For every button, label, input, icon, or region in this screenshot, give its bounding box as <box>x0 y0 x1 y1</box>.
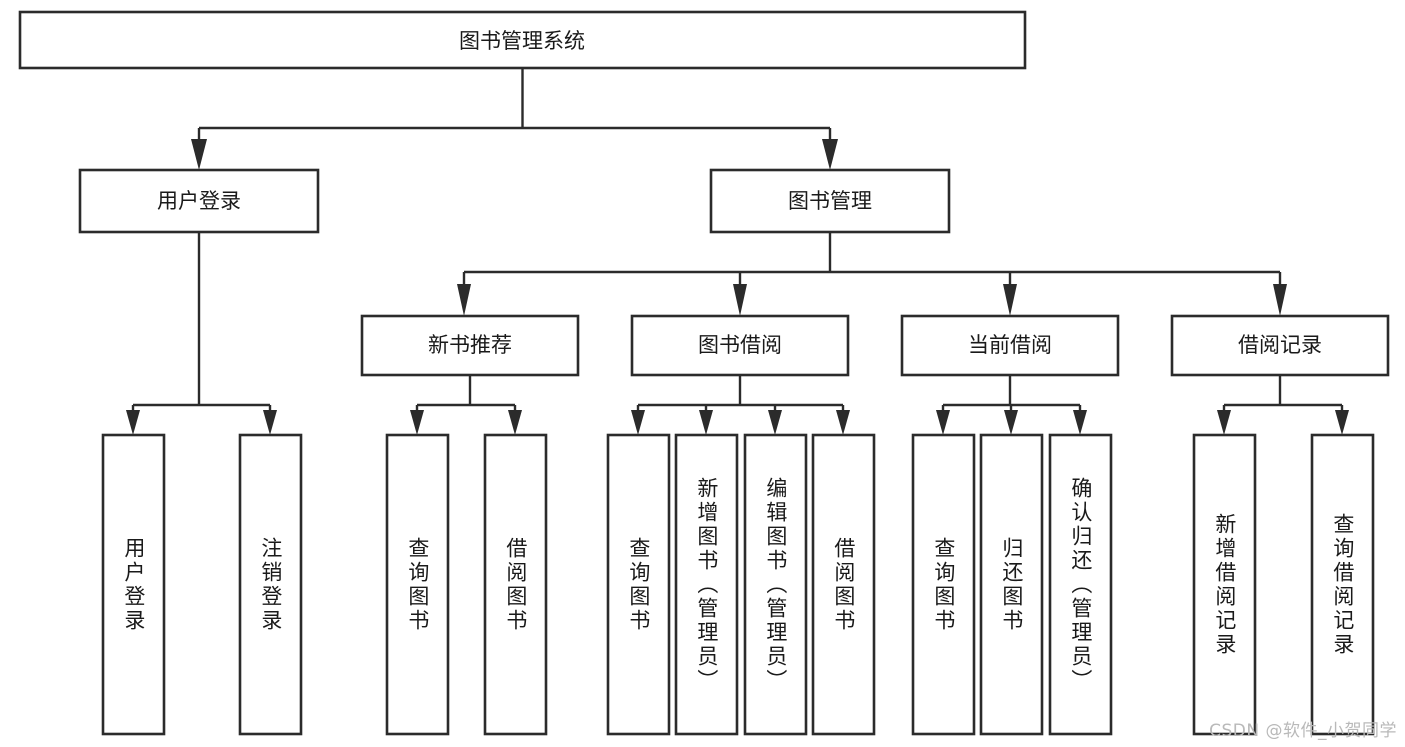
leaf-query-book-1-label: 查询图书 <box>405 536 430 633</box>
leaf-user-login[interactable]: 用户登录 <box>103 435 164 734</box>
node-borrow-record[interactable]: 借阅记录 <box>1170 314 1390 377</box>
leaf-box-confirm-return[interactable] <box>1048 433 1113 736</box>
arrow-head-leaf-query-book-3 <box>936 410 950 435</box>
leaf-return-book-label: 归还图书 <box>999 536 1024 633</box>
arrow-head-leaf-add-record <box>1217 410 1231 435</box>
leaf-return-book[interactable]: 归还图书 <box>981 435 1042 734</box>
leaf-query-book-3-label: 查询图书 <box>931 536 956 633</box>
node-new-book-recommend-box[interactable] <box>360 314 580 377</box>
arrow-head-new-book-recommend <box>457 284 471 316</box>
leaf-add-book-label: 新增图书（管理员） <box>694 476 719 693</box>
node-book-management[interactable]: 图书管理 <box>709 168 951 234</box>
leaf-edit-book-label: 编辑图书（管理员） <box>763 476 788 693</box>
leaf-box-borrow-book-2[interactable] <box>811 433 876 736</box>
arrow-head-leaf-add-book <box>699 410 713 435</box>
leaf-query-book-1[interactable]: 查询图书 <box>387 435 448 734</box>
arrow-head-leaf-borrow-book-2 <box>836 410 850 435</box>
arrow-head-borrow-record <box>1273 284 1287 316</box>
leaf-box-return-book[interactable] <box>979 433 1044 736</box>
arrow-head-current-borrow <box>1003 284 1017 316</box>
leaf-box-add-record[interactable] <box>1192 433 1257 736</box>
leaf-confirm-return[interactable]: 确认归还（管理员） <box>1050 435 1111 734</box>
node-book-management-label: 图书管理 <box>788 189 872 213</box>
node-user-login-label: 用户登录 <box>157 189 241 213</box>
leaf-user-login-label: 用户登录 <box>121 536 146 633</box>
node-root[interactable]: 图书管理系统 <box>18 10 1027 70</box>
arrow-head-leaf-user-login <box>126 410 140 435</box>
leaf-box-query-book-2[interactable] <box>606 433 671 736</box>
leaf-edit-book[interactable]: 编辑图书（管理员） <box>745 435 806 734</box>
leaf-add-record-label: 新增借阅记录 <box>1212 512 1237 657</box>
arrow-head-leaf-query-book-2 <box>631 410 645 435</box>
arrow-head-leaf-query-record <box>1335 410 1349 435</box>
leaf-borrow-book-1[interactable]: 借阅图书 <box>485 435 546 734</box>
node-borrow-record-box[interactable] <box>1170 314 1390 377</box>
node-new-book-recommend-label: 新书推荐 <box>428 333 512 357</box>
node-root-box[interactable] <box>18 10 1027 70</box>
leaf-box-user-login[interactable] <box>101 433 166 736</box>
leaf-borrow-book-2[interactable]: 借阅图书 <box>813 435 874 734</box>
leaf-logout-login[interactable]: 注销登录 <box>240 435 301 734</box>
leaf-query-book-3[interactable]: 查询图书 <box>913 435 974 734</box>
arrow-head-book-borrow <box>733 284 747 316</box>
node-user-login[interactable]: 用户登录 <box>78 168 320 234</box>
leaf-box-edit-book[interactable] <box>743 433 808 736</box>
node-new-book-recommend[interactable]: 新书推荐 <box>360 314 580 377</box>
leaf-query-book-2-label: 查询图书 <box>626 536 651 633</box>
leaf-borrow-book-1-label: 借阅图书 <box>503 536 528 633</box>
node-book-borrow-box[interactable] <box>630 314 850 377</box>
leaf-boxes-layer <box>101 433 1375 736</box>
arrow-head-leaf-return-book <box>1004 410 1018 435</box>
node-current-borrow-box[interactable] <box>900 314 1120 377</box>
leaf-box-add-book[interactable] <box>674 433 739 736</box>
arrow-head-leaf-edit-book <box>768 410 782 435</box>
node-current-borrow[interactable]: 当前借阅 <box>900 314 1120 377</box>
node-book-borrow[interactable]: 图书借阅 <box>630 314 850 377</box>
arrow-head-leaf-borrow-book-1 <box>508 410 522 435</box>
leaf-add-book[interactable]: 新增图书（管理员） <box>676 435 737 734</box>
node-user-login-box[interactable] <box>78 168 320 234</box>
node-book-borrow-label: 图书借阅 <box>698 333 782 357</box>
node-root-label: 图书管理系统 <box>459 29 585 53</box>
leaf-add-record[interactable]: 新增借阅记录 <box>1194 435 1255 734</box>
leaf-box-logout-login[interactable] <box>238 433 303 736</box>
arrow-head-book-management <box>822 139 838 170</box>
node-current-borrow-label: 当前借阅 <box>968 333 1052 357</box>
leaf-box-query-record[interactable] <box>1310 433 1375 736</box>
leaf-query-record-label: 查询借阅记录 <box>1330 512 1355 657</box>
arrow-head-leaf-confirm-return <box>1073 410 1087 435</box>
leaf-box-borrow-book-1[interactable] <box>483 433 548 736</box>
arrow-head-user-login <box>191 139 207 170</box>
arrow-head-leaf-query-book-1 <box>410 410 424 435</box>
arrow-head-leaf-logout-login <box>263 410 277 435</box>
connectors-layer <box>126 68 1349 435</box>
leaf-query-record[interactable]: 查询借阅记录 <box>1312 435 1373 734</box>
leaf-box-query-book-1[interactable] <box>385 433 450 736</box>
node-book-management-box[interactable] <box>709 168 951 234</box>
leaf-logout-login-label: 注销登录 <box>258 536 283 633</box>
leaf-confirm-return-label: 确认归还（管理员） <box>1068 476 1093 693</box>
node-borrow-record-label: 借阅记录 <box>1238 333 1322 357</box>
leaf-borrow-book-2-label: 借阅图书 <box>831 536 856 633</box>
leaf-query-book-2[interactable]: 查询图书 <box>608 435 669 734</box>
leaf-box-query-book-3[interactable] <box>911 433 976 736</box>
